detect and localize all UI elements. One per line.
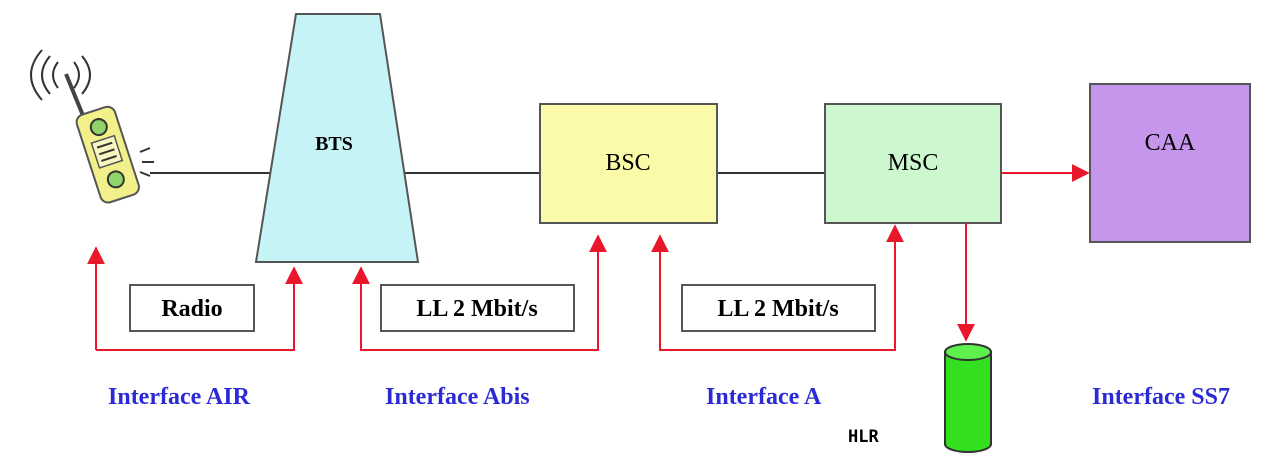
interface-a-label: Interface A: [706, 384, 822, 410]
mobile-phone-icon: [30, 49, 154, 204]
bsc-node: [539, 103, 718, 224]
msc-label: MSC: [888, 150, 939, 176]
radio-box: [129, 284, 255, 332]
bts-label: BTS: [315, 133, 353, 155]
caa-node: [1089, 83, 1251, 243]
air-interface-bracket: [96, 266, 303, 351]
interface-ss7-label: Interface SS7: [1092, 384, 1230, 410]
caa-label: CAA: [1145, 130, 1196, 156]
abis-rate-label: LL 2 Mbit/s: [416, 296, 537, 322]
bsc-label: BSC: [605, 150, 650, 176]
interface-air-label: Interface AIR: [108, 384, 251, 410]
abis-rate-box: [380, 284, 575, 332]
msc-node: [824, 103, 1002, 224]
a-interface-bracket: [651, 224, 904, 351]
radio-label: Radio: [161, 296, 222, 322]
interface-abis-label: Interface Abis: [385, 384, 530, 410]
database-cylinder-icon: [944, 343, 992, 453]
hlr-label: HLR: [848, 427, 879, 447]
abis-interface-bracket: [352, 234, 607, 351]
a-rate-box: [681, 284, 876, 332]
a-rate-label: LL 2 Mbit/s: [717, 296, 838, 322]
